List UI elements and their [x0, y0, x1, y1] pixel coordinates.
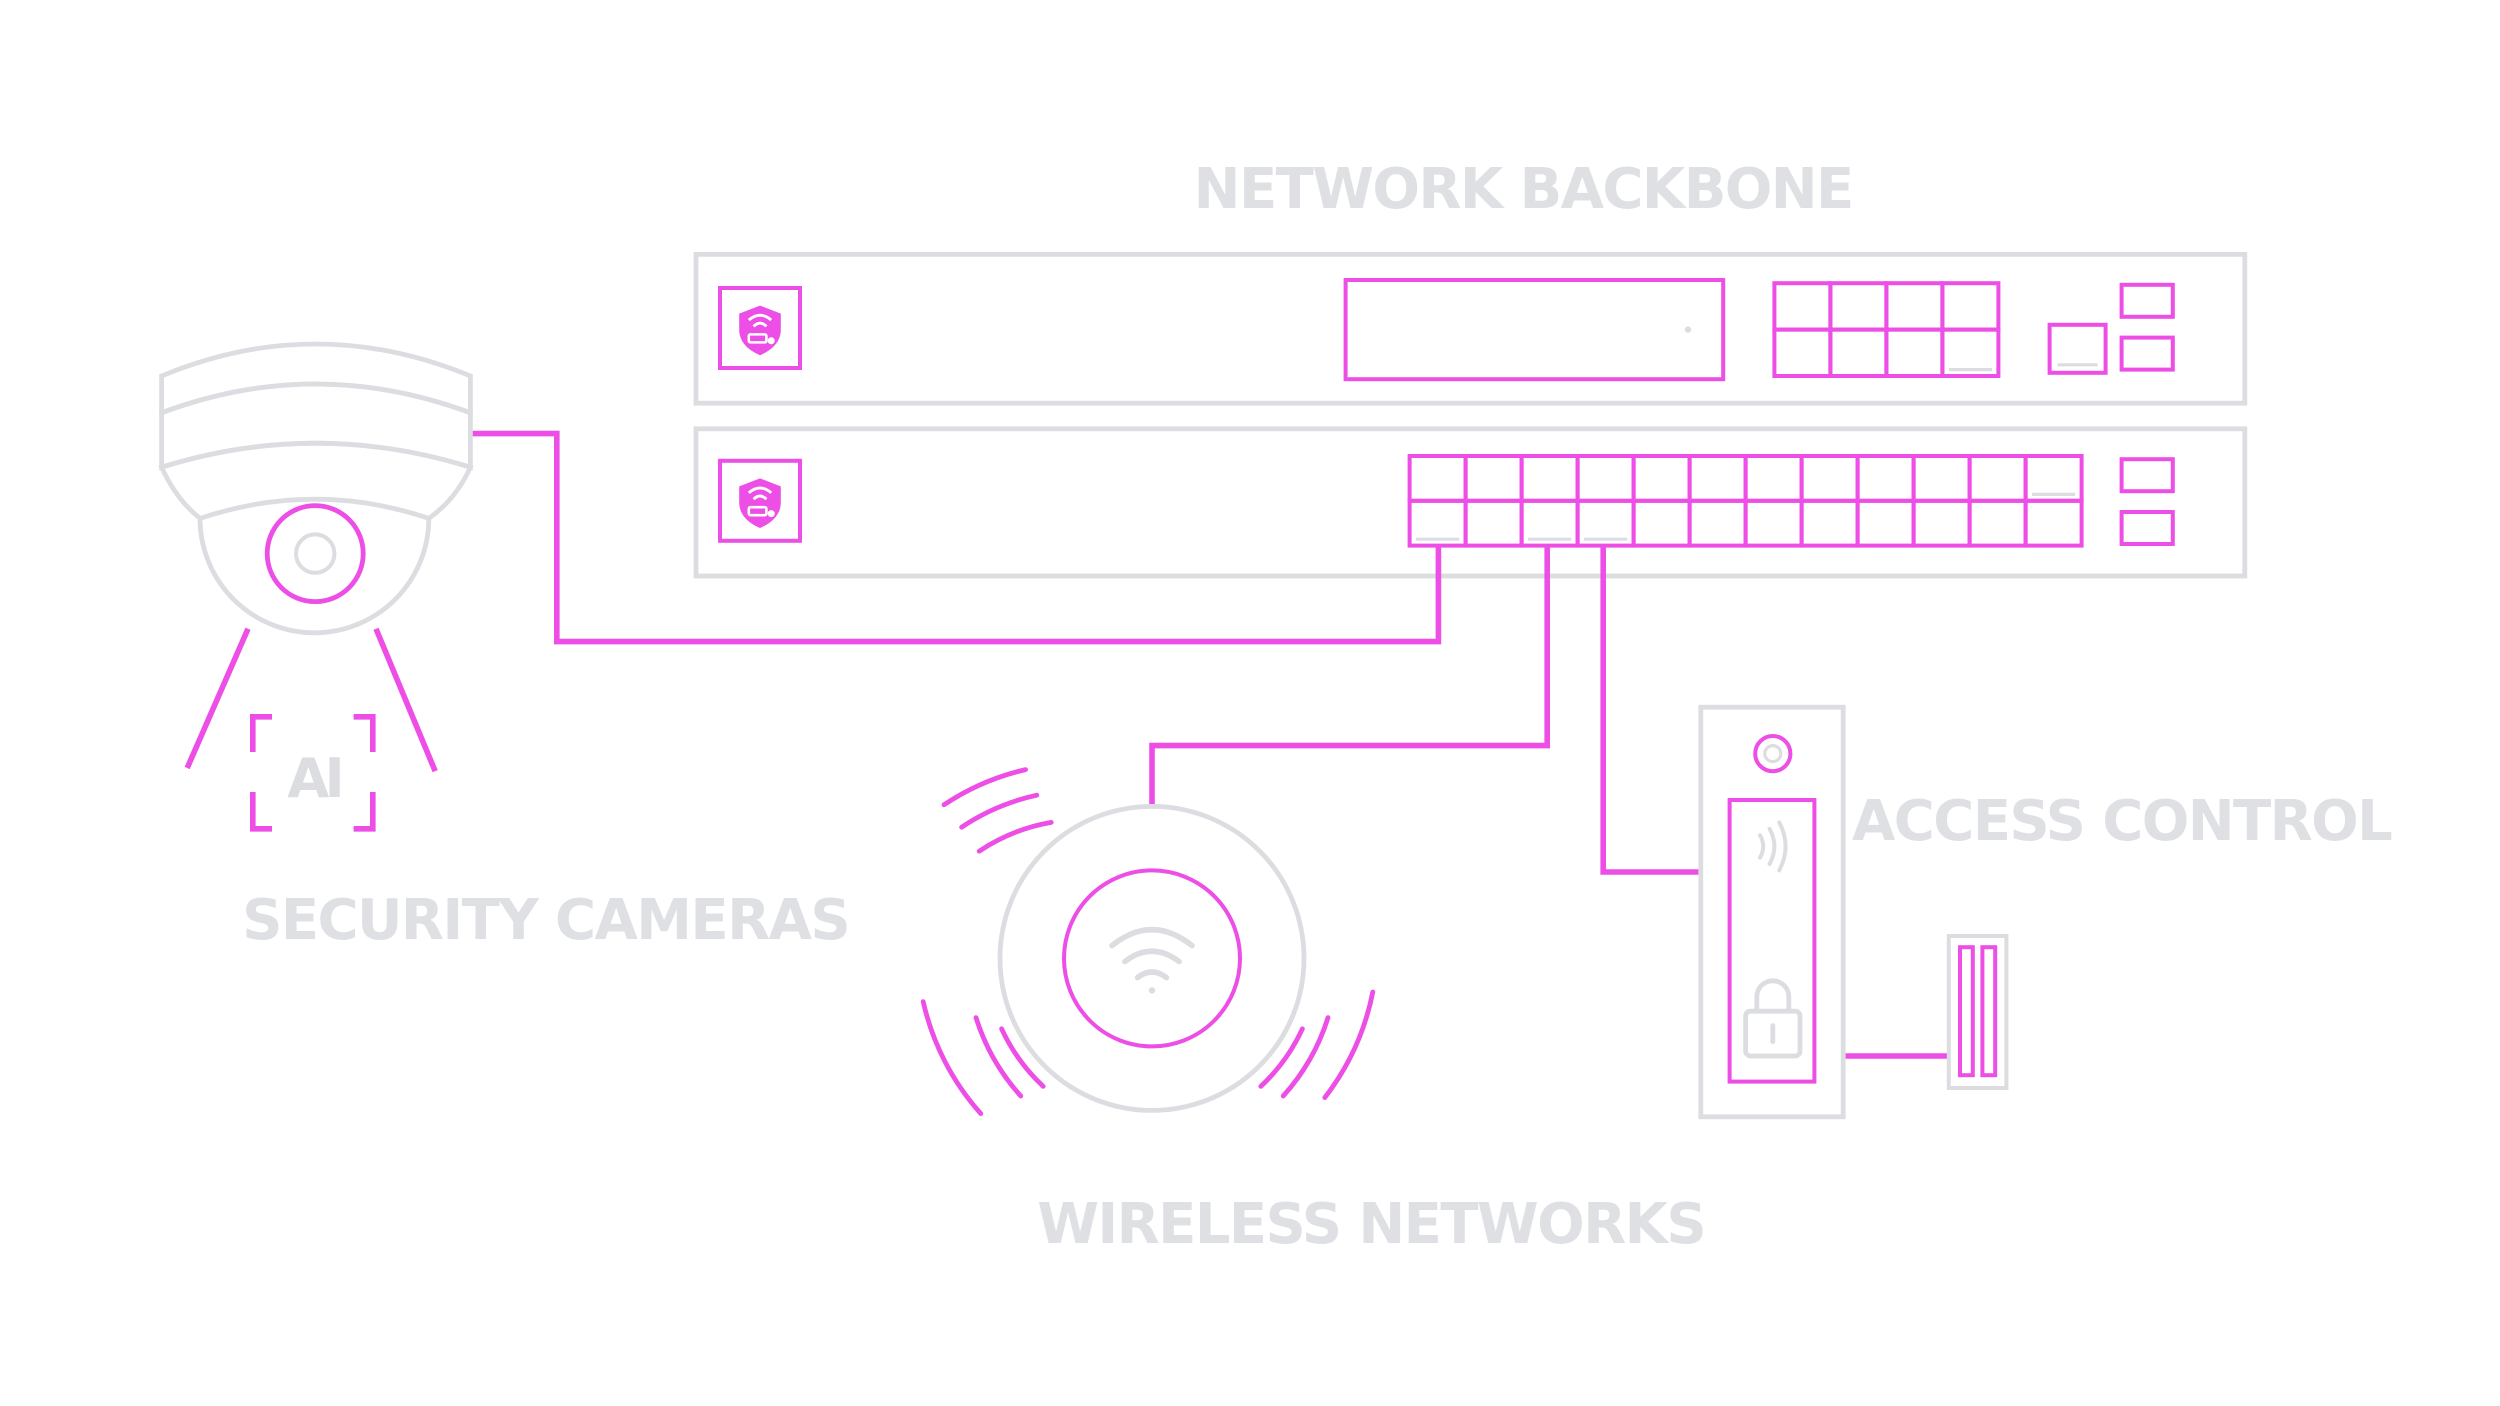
signal-waves — [920, 767, 1376, 1117]
switch-port — [1799, 498, 1860, 548]
switch-port — [1911, 498, 1972, 548]
wireless-networks-label: WIRELESS NETWORKS — [1037, 1192, 1705, 1257]
switch-port — [1884, 281, 1945, 332]
uplink-ports — [2047, 282, 2175, 375]
switch-port — [1519, 454, 1580, 503]
access-control-label: ACCESS CONTROL — [1852, 789, 2392, 854]
switch-port — [1772, 281, 1833, 332]
switch-port — [1743, 498, 1804, 548]
switch-port — [1940, 327, 2001, 378]
shield-logo-icon — [718, 286, 802, 370]
door-strike — [1946, 934, 2009, 1090]
switch-port — [1772, 327, 1833, 378]
network-backbone-label: NETWORK BACKBONE — [1194, 157, 1853, 222]
switch-port — [1855, 498, 1916, 548]
switch-port — [1940, 281, 2001, 332]
nfc-icon — [1758, 820, 1788, 873]
switch-port — [1687, 454, 1748, 503]
switch-port — [1631, 498, 1692, 548]
switch-port — [1463, 454, 1524, 503]
wireless-access-point — [920, 767, 1376, 1117]
switch-port — [1855, 454, 1916, 503]
switch-port — [1828, 327, 1889, 378]
ai-badge: AI — [248, 714, 377, 832]
switch-top — [693, 252, 2248, 406]
switch-port — [1687, 498, 1748, 548]
switch-port — [1967, 454, 2028, 503]
switch-port — [1631, 454, 1692, 503]
lock-icon — [1743, 978, 1803, 1059]
camera-cable — [470, 430, 1442, 645]
wifi-icon — [1109, 926, 1195, 994]
security-cameras-label: SECURITY CAMERAS — [242, 888, 849, 953]
switch-port — [1743, 454, 1804, 503]
switch-port — [1967, 498, 2028, 548]
ap-cable — [1149, 544, 1550, 805]
shield-logo-icon — [718, 458, 802, 543]
switch-port — [1911, 454, 1972, 503]
switch-port — [1828, 281, 1889, 332]
port-block-24 — [1407, 454, 2084, 548]
ai-text: AI — [287, 747, 340, 810]
camera-lens — [264, 503, 366, 604]
switch-port — [1463, 498, 1524, 548]
cables — [470, 430, 1949, 1059]
console-display — [1343, 278, 1726, 382]
access-control-reader — [1698, 704, 1846, 1120]
switch-port — [1799, 454, 1860, 503]
switch-port — [1884, 327, 1945, 378]
access-cable — [1600, 544, 1701, 875]
switch-port — [1407, 454, 1468, 503]
switch-port — [2023, 498, 2084, 548]
port-block-8 — [1772, 281, 2001, 378]
switch-port — [1575, 454, 1636, 503]
uplink-ports — [2119, 457, 2175, 546]
reader-camera — [1753, 734, 1793, 774]
switch-bottom — [693, 426, 2248, 579]
security-camera: AI — [158, 341, 474, 832]
